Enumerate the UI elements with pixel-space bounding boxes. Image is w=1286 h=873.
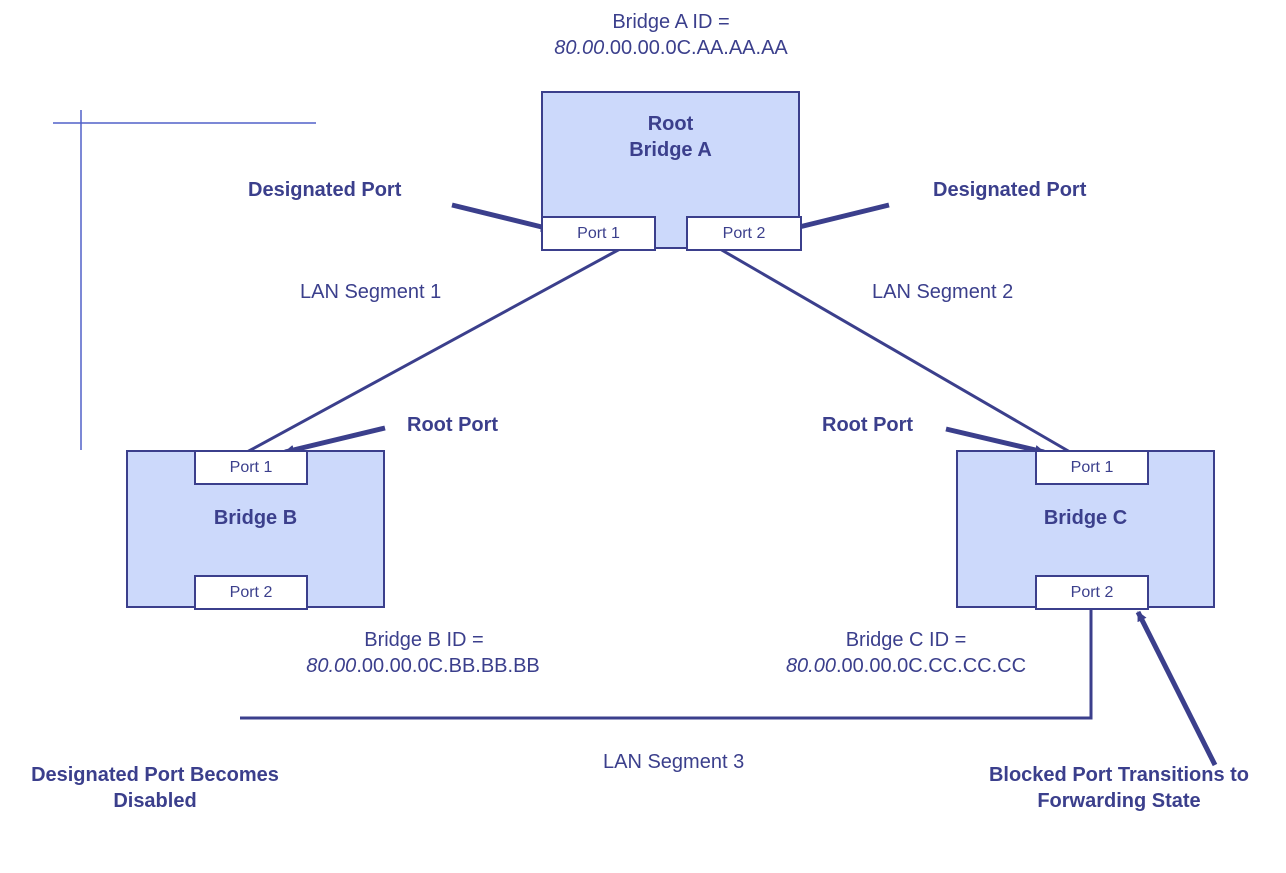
bridge-c-title: Bridge C [1043,507,1128,529]
designated-port-right-arrow [790,202,890,232]
root-port-c-label: Root Port [822,414,914,436]
lan-segment-3-line [240,608,1093,720]
bridge-b-id-value: 80.00.00.00.0C.BB.BB.BB [273,653,573,679]
bridge-b-id-mac: .00.00.0C.BB.BB.BB [356,655,540,677]
designated-port-disabled-label: Designated Port Becomes Disabled [5,762,305,814]
bridge-c-port-2: Port 2 [1035,575,1149,610]
bridge-a-title-line1: Root [647,113,694,135]
blocked-port-arrow [1135,610,1218,767]
bridge-a-title: Root Bridge A [543,111,798,163]
bridge-a-port-2: Port 2 [686,216,802,251]
bridge-a-id-priority: 80.00 [554,37,605,59]
bridge-b-id-label: Bridge B ID = [364,629,484,651]
bridge-c-id-value: 80.00.00.00.0C.CC.CC.CC [756,653,1056,679]
lan-segment-2-label: LAN Segment 2 [872,281,1014,303]
bridge-b: Port 1 Bridge B Port 2 [126,450,385,610]
lan-segment-1-line [246,247,621,454]
root-port-c-arrow [945,426,1045,455]
blocked-port-transition-label: Blocked Port Transitions to Forwarding S… [959,762,1279,814]
disabled-line2: Disabled [113,790,197,812]
bridge-a-id-label: Bridge A ID = [612,11,730,33]
bridge-b-port-1: Port 1 [194,450,308,485]
designated-port-right-label: Designated Port [933,179,1087,201]
bridge-c-port-1: Port 1 [1035,450,1149,485]
designated-port-left-label: Designated Port [248,179,402,201]
lan-segment-1-label: LAN Segment 1 [300,281,442,303]
designated-port-left-arrow [451,202,551,232]
blocked-line1: Blocked Port Transitions to [988,764,1250,786]
bridge-a-port-1: Port 1 [541,216,656,251]
lan-segment-2-line [719,247,1071,454]
root-port-b-arrow [284,425,386,455]
disabled-line1: Designated Port Becomes [31,764,279,786]
bridge-a-title-line2: Bridge A [629,139,712,161]
bridge-c-id-mac: .00.00.0C.CC.CC.CC [836,655,1027,677]
root-port-b-label: Root Port [407,414,499,436]
bridge-c: Port 1 Bridge C Port 2 [956,450,1215,610]
bridge-c-id-priority: 80.00 [785,655,836,677]
bridge-b-title: Bridge B [213,507,298,529]
root-bridge-a: Root Bridge A Port 1 Port 2 [541,91,802,251]
lan-segment-3-label: LAN Segment 3 [603,751,745,773]
bridge-a-id-value: 80.00.00.00.0C.AA.AA.AA [521,35,821,61]
bridge-a-id-mac: .00.00.0C.AA.AA.AA [604,37,788,59]
bridge-b-id-priority: 80.00 [306,655,357,677]
bridge-c-id-label: Bridge C ID = [845,629,967,651]
blocked-line2: Forwarding State [1037,790,1201,812]
bridge-b-port-2: Port 2 [194,575,308,610]
